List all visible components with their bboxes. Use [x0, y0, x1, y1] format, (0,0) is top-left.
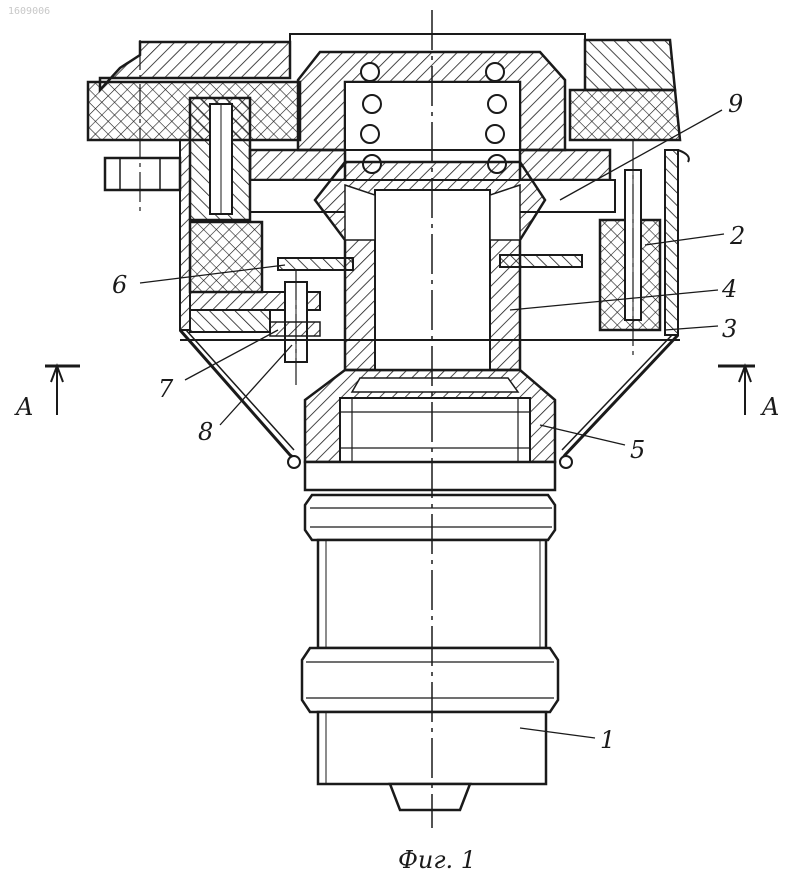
- label-part-8: 8: [198, 418, 213, 446]
- label-part-6: 6: [112, 271, 127, 299]
- right-insulator: [600, 150, 689, 335]
- socket-ring: [305, 370, 555, 462]
- lamp-body: [302, 462, 558, 810]
- section-label-right: A: [760, 393, 779, 421]
- section-mark-left: [45, 366, 80, 415]
- document-stamp: 1609006: [8, 6, 50, 17]
- label-part-1: 1: [600, 726, 615, 754]
- section-label-left: A: [14, 393, 33, 421]
- label-part-7: 7: [158, 375, 174, 403]
- label-part-4: 4: [721, 275, 737, 303]
- figure-caption: Фиг. 1: [398, 846, 476, 874]
- label-part-9: 9: [728, 90, 743, 118]
- label-part-3: 3: [722, 315, 737, 343]
- label-part-2: 2: [729, 222, 745, 250]
- central-sleeve: [315, 162, 582, 370]
- label-part-5: 5: [630, 436, 645, 464]
- section-mark-right: [718, 366, 755, 415]
